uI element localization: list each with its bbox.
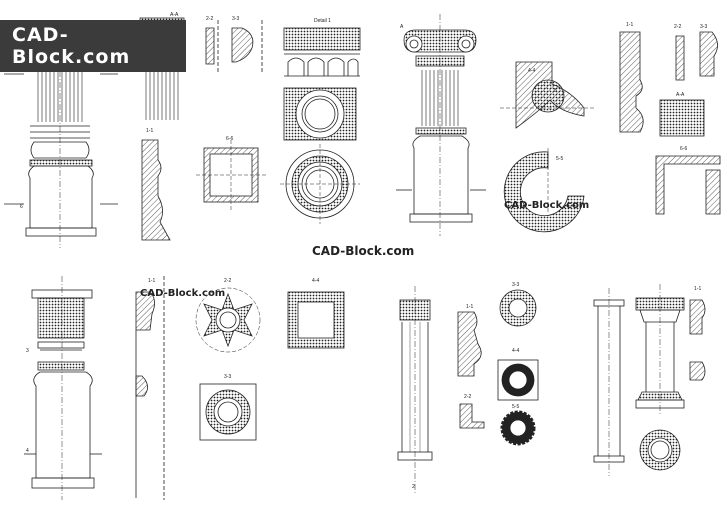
label-section-4-4-a: 4-4 (528, 68, 535, 74)
label-section-1-1-e: 1-1 (694, 286, 701, 292)
watermark-left: CAD-Block.com (140, 288, 226, 299)
rosette-3-3 (499, 289, 537, 327)
right-profile-1-1 (619, 31, 644, 133)
label-section-3-3-b: 3-3 (700, 24, 707, 30)
label-a-a-1: A-A (170, 12, 179, 18)
watermark-center: CAD-Block.com (312, 244, 415, 258)
corinthian-base-plan (199, 383, 257, 441)
label-section-3-3-c: 3-3 (224, 374, 231, 380)
section-6-6-square (196, 140, 266, 210)
ionic-column-elevation (396, 14, 486, 236)
label-a-a-2: A-A (676, 92, 685, 98)
tuscan-capital-and-base (635, 284, 685, 416)
right-profile-3-3 (699, 31, 718, 77)
label-section-1-1-a: 1-1 (146, 128, 153, 134)
capital-plan-square (283, 87, 357, 141)
label-2: 2 (412, 484, 415, 490)
label-section-1-1-b: 1-1 (626, 22, 633, 28)
section-2-2-profile (205, 20, 219, 72)
label-section-5-5-b: 5-5 (512, 404, 519, 410)
label-section-1-1-c: 1-1 (148, 278, 155, 284)
label-section-2-2-b: 2-2 (674, 24, 681, 30)
brand-badge: CAD-Block.com (0, 20, 186, 72)
label-section-3-3-d: 3-3 (512, 282, 519, 288)
slender-profile-2-2 (459, 403, 485, 429)
right-section-6-6 (655, 155, 721, 215)
label-section-3-3-a: 3-3 (232, 16, 239, 22)
label-5: 5 (554, 88, 557, 94)
label-section-1-1-d: 1-1 (466, 304, 473, 310)
corinthian-side-section (135, 276, 165, 500)
label-a: A (400, 24, 404, 30)
tuscan-plan-ring (639, 429, 681, 471)
section-3-3-profile (231, 20, 263, 72)
label-section-2-2-c: 2-2 (224, 278, 231, 284)
label-4: 4 (26, 448, 29, 454)
gear-ring-5-5 (500, 410, 536, 446)
label-section-2-2-d: 2-2 (464, 394, 471, 400)
corinthian-plan-star (195, 287, 261, 353)
label-3: 3 (26, 348, 29, 354)
label-detail-1: Detail 1 (314, 18, 331, 24)
slender-column-elevation (397, 286, 433, 494)
label-section-6-6-b: 6-6 (680, 146, 687, 152)
column-base-plan-ring (280, 144, 360, 224)
label-section-4-4-c: 4-4 (512, 348, 519, 354)
tuscan-column-elevation (593, 288, 625, 476)
slender-profile-1-1 (457, 311, 482, 377)
ring-4-4 (497, 359, 539, 401)
corinthian-column-elevation (24, 276, 102, 500)
label-section-4-4-b: 4-4 (312, 278, 319, 284)
tuscan-profile-1-1 (689, 299, 706, 381)
label-6: 6 (20, 204, 23, 210)
label-section-2-2-a: 2-2 (206, 16, 213, 22)
label-section-6-6: 6-6 (226, 136, 233, 142)
section-5-5-quarter (503, 148, 585, 233)
right-capital-detail (659, 99, 705, 137)
section-4-4-frame (287, 291, 345, 349)
right-profile-2-2 (675, 35, 685, 81)
section-4-4-corner (500, 61, 596, 129)
detail-1-ornament (283, 27, 361, 77)
watermark-right: CAD-Block.com (504, 200, 590, 211)
label-section-5-5: 5-5 (556, 156, 563, 162)
